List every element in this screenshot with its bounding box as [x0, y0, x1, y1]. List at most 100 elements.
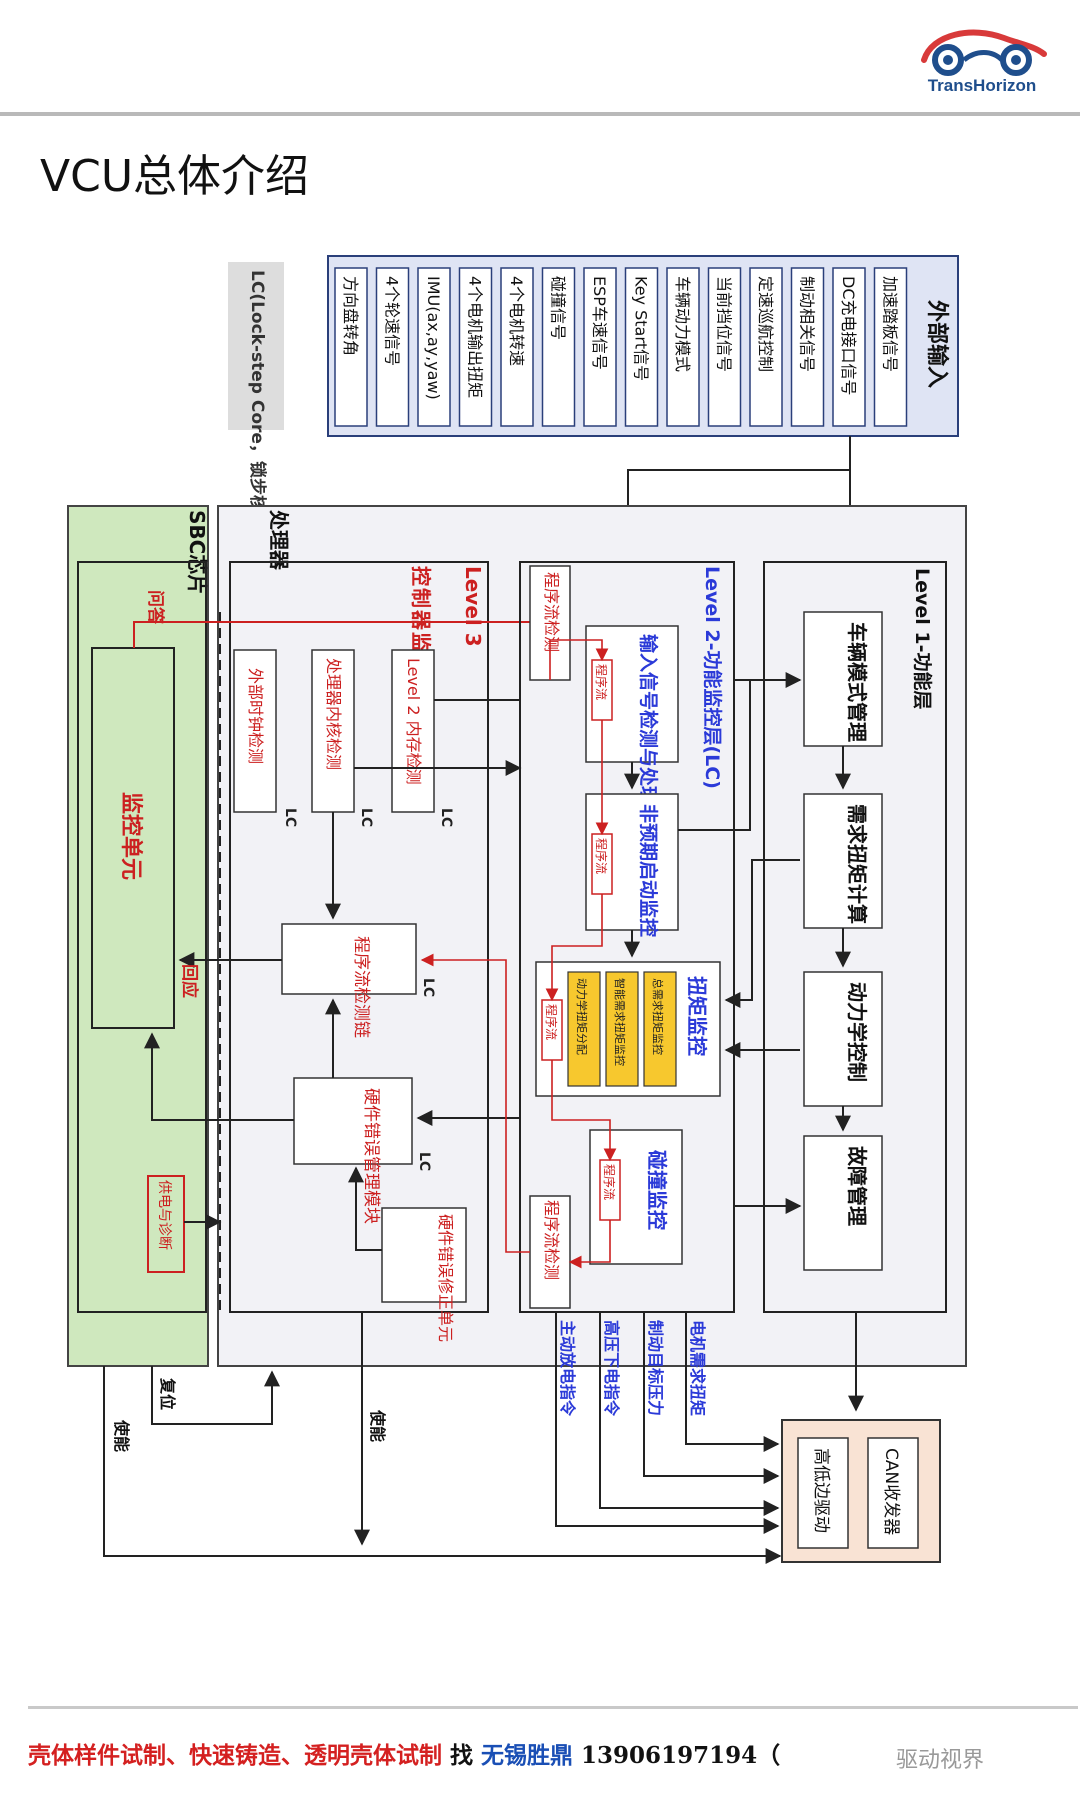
lc-tag-hw: LC [416, 1152, 432, 1171]
lc-tag-flow: LC [420, 978, 436, 997]
level1-box [803, 793, 883, 929]
input-signal-box [541, 267, 576, 427]
input-signal: ESP车速信号 [590, 276, 609, 370]
input-signal: 车辆动力模式 [673, 276, 692, 372]
hw-err-fix: 硬件错误修正单元 [436, 1214, 455, 1342]
flow-link-5 [568, 1220, 611, 1269]
input-signal: 方向盘转角 [341, 276, 360, 356]
input-signal-box [707, 267, 742, 427]
lc-tag-clock: LC [282, 808, 298, 827]
input-signal: Key Start信号 [632, 276, 651, 381]
monitor-unit-box [91, 647, 175, 1029]
output-signal-arrow [643, 1312, 780, 1484]
output-signal-arrow [555, 1312, 780, 1534]
output-signal-arrow [599, 1312, 780, 1516]
flow-check-bottom-box [529, 1195, 571, 1309]
hw-err-mgmt-box [293, 1077, 413, 1165]
input-signal: 碰撞信号 [549, 276, 568, 340]
processor-label: 处理器 [267, 509, 291, 571]
input-signal-box [458, 267, 493, 427]
flow-link-3 [545, 894, 603, 1002]
unexpected-start: 非预期启动监控 [637, 804, 660, 937]
output-signal-arrow [685, 1312, 780, 1452]
enable-label-mid: 使能 [368, 1409, 387, 1442]
hw-err-mgmt: 硬件错误管理模块 [361, 1088, 381, 1224]
brand-name: TransHorizon [927, 76, 1037, 95]
flow-link-1 [549, 639, 609, 680]
header-divider [0, 112, 1080, 116]
response-label: 回应 [179, 964, 200, 998]
lc-tag-mem: LC [438, 808, 454, 827]
level1-box [803, 1135, 883, 1271]
flow-tag-2: 程序流 [594, 838, 609, 874]
output-signal: 高压下电指令 [602, 1320, 621, 1417]
input-signal: 定速巡航控制 [756, 276, 775, 372]
level1-box-label: 故障管理 [845, 1146, 869, 1226]
input-signal: 加速踏板信号 [881, 276, 900, 372]
core-check: 处理器内核检测 [324, 658, 343, 770]
car-swirl-icon [921, 29, 1047, 76]
arrow-hwfix-to-hwmgmt [348, 1166, 382, 1251]
input-signal: 4个轮速信号 [383, 276, 402, 366]
input-signal: DC充电接口信号 [839, 276, 858, 396]
sbc-inner-box [77, 561, 207, 1313]
mem-check: Level 2 内存检测 [404, 658, 423, 785]
input-signal-box [790, 267, 825, 427]
torque-sub: 智能需求扭矩监控 [613, 978, 627, 1066]
flow-link-4 [551, 1060, 617, 1162]
level1-box-label: 动力学控制 [845, 982, 869, 1082]
arrow-enable-to-can [103, 1366, 782, 1564]
torque-monitor: 扭矩监控 [685, 976, 709, 1056]
input-signal-box [417, 267, 451, 427]
ask-label: 问答 [145, 590, 166, 625]
level1-box [803, 971, 883, 1107]
input-signal-box [624, 267, 659, 427]
level3-title: Level 3 [461, 566, 485, 647]
flow-tag-1: 程序流 [594, 664, 609, 700]
torque-sub: 总需求扭矩监控 [651, 978, 665, 1055]
footer-phone: 13906197194（ [581, 1742, 781, 1769]
footer-slogan: 壳体样件试制、快速铸造、透明壳体试制 [28, 1742, 442, 1769]
can-transceiver-box [867, 1437, 919, 1549]
footer-company: 无锡胜鼎 [481, 1742, 574, 1769]
flow-tag-3: 程序流 [544, 1004, 559, 1040]
level2-title: Level 2-功能监控层(LC) [701, 566, 724, 789]
arrow-torque-to-monitor [724, 859, 800, 1008]
level3-panel [229, 561, 489, 1313]
level2-panel [519, 561, 735, 1313]
arrow-reset [151, 1366, 280, 1425]
output-signal: 制动目标压力 [646, 1320, 665, 1416]
hl-driver-box [797, 1437, 849, 1549]
power-diag: 供电与诊断 [156, 1180, 172, 1250]
output-signal: 电机需求扭矩 [688, 1320, 707, 1416]
monitor-unit: 监控单元 [118, 792, 144, 880]
external-input-title: 外部输入 [924, 300, 950, 388]
flow-chain-box [281, 923, 417, 995]
reset-label: 复位 [158, 1377, 177, 1410]
input-signal-box [666, 267, 700, 427]
clock-check: 外部时钟检测 [246, 668, 265, 764]
input-signal: 当前挡位信号 [715, 276, 734, 372]
page-title: VCU总体介绍 [40, 151, 310, 202]
hw-err-fix-box [381, 1207, 467, 1303]
lc-tag-core: LC [358, 808, 374, 827]
torque-sub-box [605, 971, 639, 1087]
torque-sub-box [567, 971, 601, 1087]
footer-find: 找 [450, 1742, 474, 1769]
input-signal: 4个电机输出扭矩 [466, 276, 485, 398]
input-signal: IMU(ax,ay,yaw) [424, 276, 443, 400]
clock-check-box [233, 649, 277, 813]
flow-check-bottom: 程序流检测 [542, 1200, 561, 1280]
power-diag-box [147, 1175, 185, 1273]
input-signal-box [500, 267, 534, 427]
watermark: 驱动视界 [896, 1748, 985, 1773]
input-check: 输入信号检测与处理 [637, 634, 660, 805]
flow-check-top: 程序流检测 [542, 572, 561, 652]
flow-link-to-chain [420, 953, 530, 1253]
level1-box-label: 需求扭矩计算 [845, 804, 869, 924]
input-signal-box [334, 267, 368, 427]
core-check-box [311, 649, 355, 813]
